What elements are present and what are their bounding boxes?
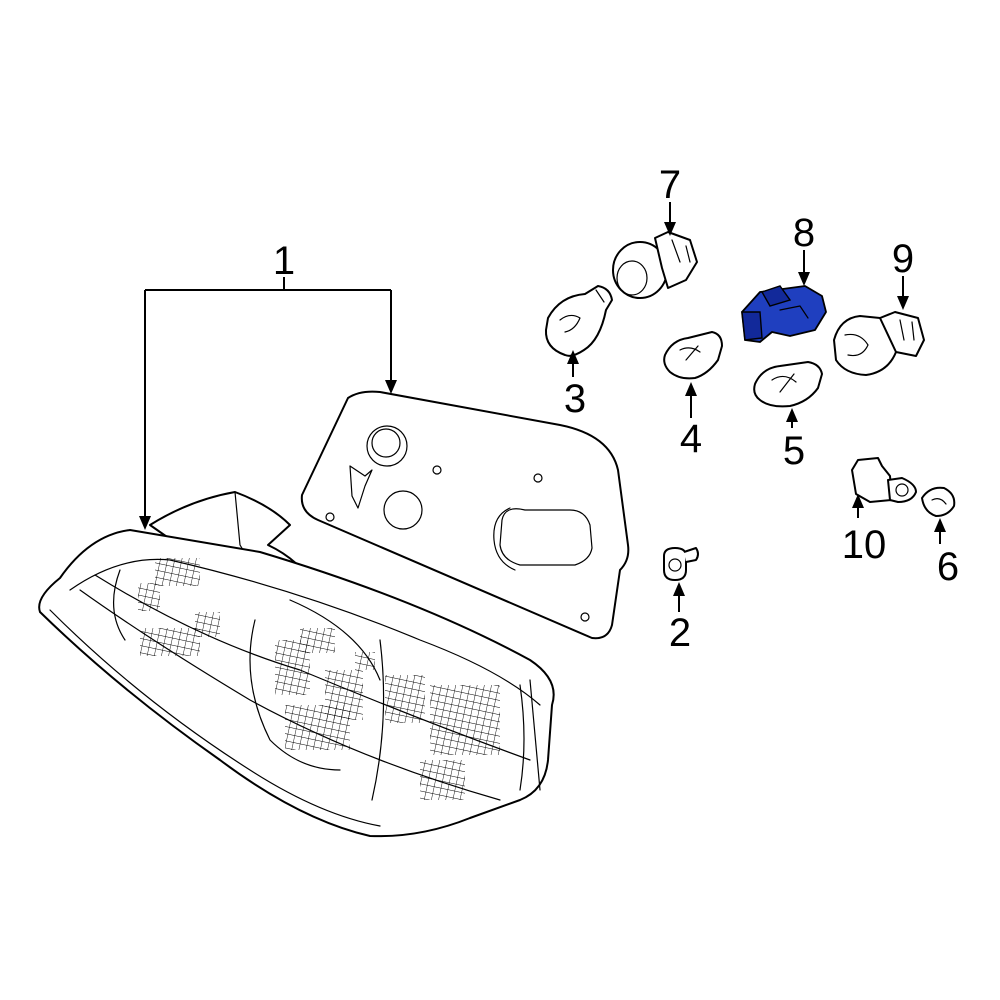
plate-bolt-hole-3 xyxy=(325,512,335,522)
bulb-5-filament xyxy=(771,373,797,393)
callout-8[interactable]: 8 xyxy=(793,211,815,255)
bulb-part-3[interactable] xyxy=(544,285,613,357)
arrow-9 xyxy=(897,296,909,310)
socket-10-tip xyxy=(887,477,917,503)
socket-10-body xyxy=(851,457,893,503)
screw-shank xyxy=(683,547,699,563)
lens-edge-upper xyxy=(69,558,541,706)
lens-divider-3 xyxy=(371,639,385,801)
plate-bolt-hole-2 xyxy=(533,473,543,483)
socket-9-terminal xyxy=(879,311,925,357)
arrow-6 xyxy=(934,518,946,532)
lens-mesh-1 xyxy=(155,558,200,586)
bulb-3-base-line xyxy=(595,289,605,303)
lens-mesh-10 xyxy=(430,685,500,755)
socket-8-detail xyxy=(779,305,809,319)
callout-leaders xyxy=(139,202,946,612)
lens-mesh-9 xyxy=(385,675,425,723)
arrow-7 xyxy=(664,222,676,236)
bulb-part-6[interactable] xyxy=(921,486,956,517)
arrow-2 xyxy=(673,582,685,596)
plate-hole-1 xyxy=(366,425,408,467)
arrow-5 xyxy=(786,408,798,422)
plate-socket-rim xyxy=(493,507,516,571)
callout-4[interactable]: 4 xyxy=(680,417,702,461)
lens-mesh-8 xyxy=(285,705,350,750)
bulb-4-glass xyxy=(663,331,723,380)
callout-10[interactable]: 10 xyxy=(842,523,887,567)
arrow-8 xyxy=(798,272,810,286)
bulb-5-glass xyxy=(753,361,823,408)
plate-bolt-hole-4 xyxy=(580,612,590,622)
socket-9-pins xyxy=(899,319,915,341)
plate-clip xyxy=(349,465,373,509)
bulb-part-4[interactable] xyxy=(663,331,723,380)
lens-side-edge xyxy=(529,679,541,791)
callout-2[interactable]: 2 xyxy=(669,611,691,655)
lens-reflector-2 xyxy=(249,619,341,771)
socket-8-tab xyxy=(760,285,792,307)
screw-head xyxy=(663,547,687,581)
plate-hole-1-inner xyxy=(371,428,401,458)
bulb-3-filament xyxy=(559,314,581,333)
leader-1 xyxy=(144,277,392,518)
bulb-6-filament xyxy=(931,498,947,505)
callout-1[interactable]: 1 xyxy=(273,239,295,283)
lens-reflector-1 xyxy=(112,569,126,641)
lens-mesh-2 xyxy=(138,583,160,611)
lens-mesh-6 xyxy=(300,628,335,653)
bulb-4-filament xyxy=(679,345,701,361)
plate-bolt-hole-1 xyxy=(432,465,442,475)
callout-6[interactable]: 6 xyxy=(937,545,959,589)
socket-8-body xyxy=(741,285,827,343)
screw-head-center xyxy=(668,558,682,572)
lens-mesh-4 xyxy=(140,628,200,656)
arrow-10 xyxy=(852,494,864,508)
arrow-3 xyxy=(567,350,579,364)
socket-part-7[interactable] xyxy=(612,231,698,299)
lamp-back-plate xyxy=(300,390,630,640)
socket-part-9[interactable] xyxy=(833,311,925,376)
lens-mesh-12 xyxy=(355,652,375,670)
socket-10-opening xyxy=(895,483,909,497)
callout-7[interactable]: 7 xyxy=(659,163,681,207)
bulb-part-5[interactable] xyxy=(753,361,823,408)
plate-hole-2 xyxy=(383,490,423,530)
socket-7-opening xyxy=(616,260,648,296)
socket-9-opening xyxy=(844,333,869,357)
socket-7-pins xyxy=(671,239,691,263)
bulb-6-glass xyxy=(921,486,956,517)
tail-lamp-assembly[interactable] xyxy=(38,390,630,838)
socket-part-8-highlighted[interactable] xyxy=(741,285,827,343)
screw-part-2[interactable] xyxy=(663,547,699,581)
callout-3[interactable]: 3 xyxy=(564,377,586,421)
lens-side-edge-2 xyxy=(519,684,525,791)
arrow-1b xyxy=(385,380,397,394)
plate-socket-opening xyxy=(499,508,593,566)
callout-labels: 1 7 8 9 3 4 5 2 10 6 xyxy=(273,163,959,655)
arrow-1a xyxy=(139,516,151,530)
callout-5[interactable]: 5 xyxy=(783,429,805,473)
socket-8-face xyxy=(741,311,763,341)
callout-9[interactable]: 9 xyxy=(892,237,914,281)
arrow-4 xyxy=(685,382,697,396)
lens-edge-lower xyxy=(49,609,381,827)
socket-part-10[interactable] xyxy=(851,457,917,503)
lens-mesh-11 xyxy=(420,760,465,800)
